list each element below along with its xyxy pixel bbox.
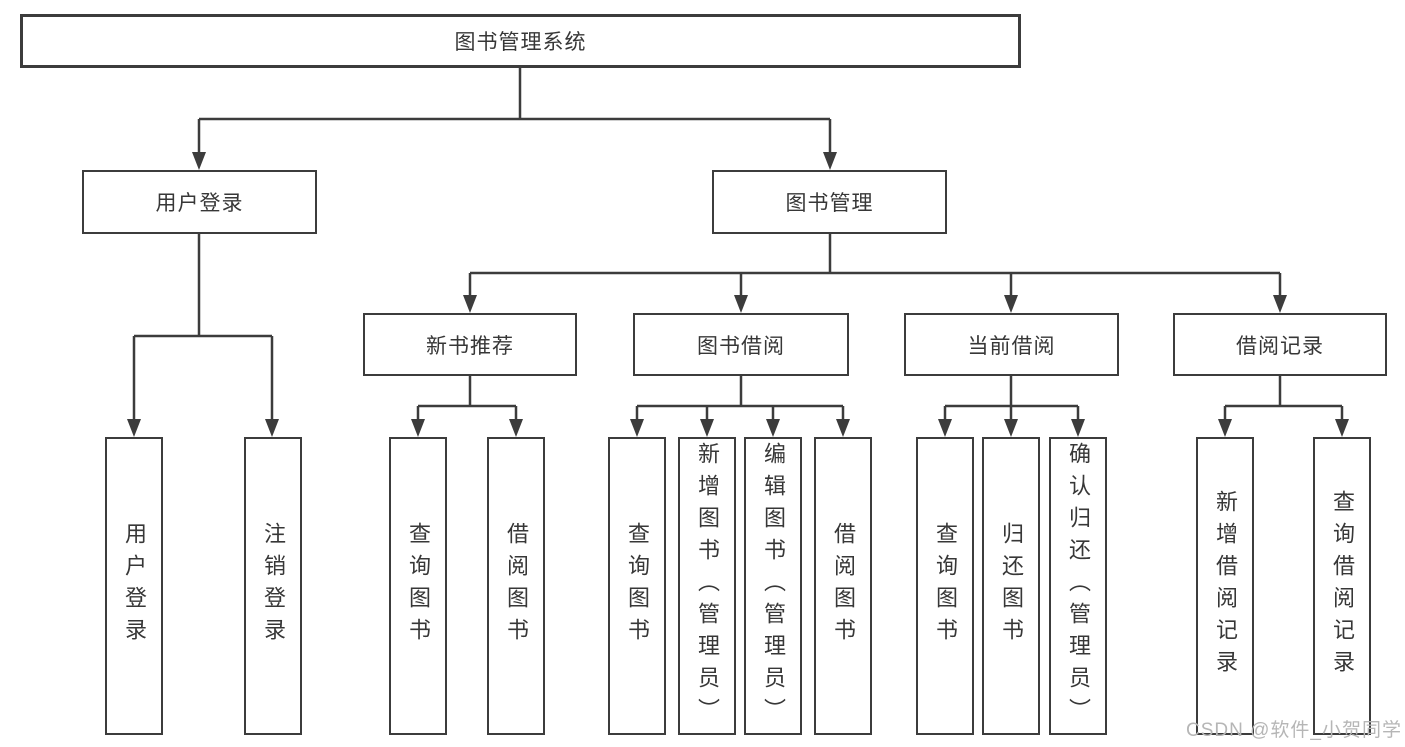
leaf-current-confirm-return-admin-label: 确认归还（管理员） xyxy=(1066,442,1091,730)
leaf-logout-label: 注销登录 xyxy=(261,522,286,650)
leaf-records-add-record-label: 新增借阅记录 xyxy=(1213,490,1238,682)
leaf-current-confirm-return-admin: 确认归还（管理员） xyxy=(1049,437,1107,735)
node-book-borrowing: 图书借阅 xyxy=(633,313,849,376)
leaf-records-add-record: 新增借阅记录 xyxy=(1196,437,1254,735)
node-borrow-records: 借阅记录 xyxy=(1173,313,1387,376)
leaf-logout: 注销登录 xyxy=(244,437,302,735)
leaf-bookborrow-add-books-admin: 新增图书（管理员） xyxy=(678,437,736,735)
leaf-newbooks-query-books-label: 查询图书 xyxy=(406,522,431,650)
leaf-newbooks-query-books: 查询图书 xyxy=(389,437,447,735)
leaf-user-login: 用户登录 xyxy=(105,437,163,735)
csdn-watermark: CSDN @软件_小贺同学 xyxy=(1186,720,1402,741)
leaf-bookborrow-edit-books-admin: 编辑图书（管理员） xyxy=(744,437,802,735)
leaf-newbooks-borrow-books-label: 借阅图书 xyxy=(504,522,529,650)
leaf-current-return-books-label: 归还图书 xyxy=(999,522,1024,650)
leaf-bookborrow-borrow-books: 借阅图书 xyxy=(814,437,872,735)
node-current-borrowing: 当前借阅 xyxy=(904,313,1119,376)
node-user-login: 用户登录 xyxy=(82,170,317,234)
leaf-newbooks-borrow-books: 借阅图书 xyxy=(487,437,545,735)
leaf-bookborrow-edit-books-admin-label: 编辑图书（管理员） xyxy=(761,442,786,730)
leaf-bookborrow-add-books-admin-label: 新增图书（管理员） xyxy=(695,442,720,730)
leaf-current-query-books-label: 查询图书 xyxy=(933,522,958,650)
leaf-bookborrow-borrow-books-label: 借阅图书 xyxy=(831,522,856,650)
leaf-current-query-books: 查询图书 xyxy=(916,437,974,735)
leaf-records-query-record: 查询借阅记录 xyxy=(1313,437,1371,735)
node-new-book-recommend: 新书推荐 xyxy=(363,313,577,376)
leaf-user-login-label: 用户登录 xyxy=(122,522,147,650)
leaf-bookborrow-query-books-label: 查询图书 xyxy=(625,522,650,650)
node-book-management: 图书管理 xyxy=(712,170,947,234)
leaf-current-return-books: 归还图书 xyxy=(982,437,1040,735)
leaf-records-query-record-label: 查询借阅记录 xyxy=(1330,490,1355,682)
node-root: 图书管理系统 xyxy=(20,14,1021,68)
leaf-bookborrow-query-books: 查询图书 xyxy=(608,437,666,735)
